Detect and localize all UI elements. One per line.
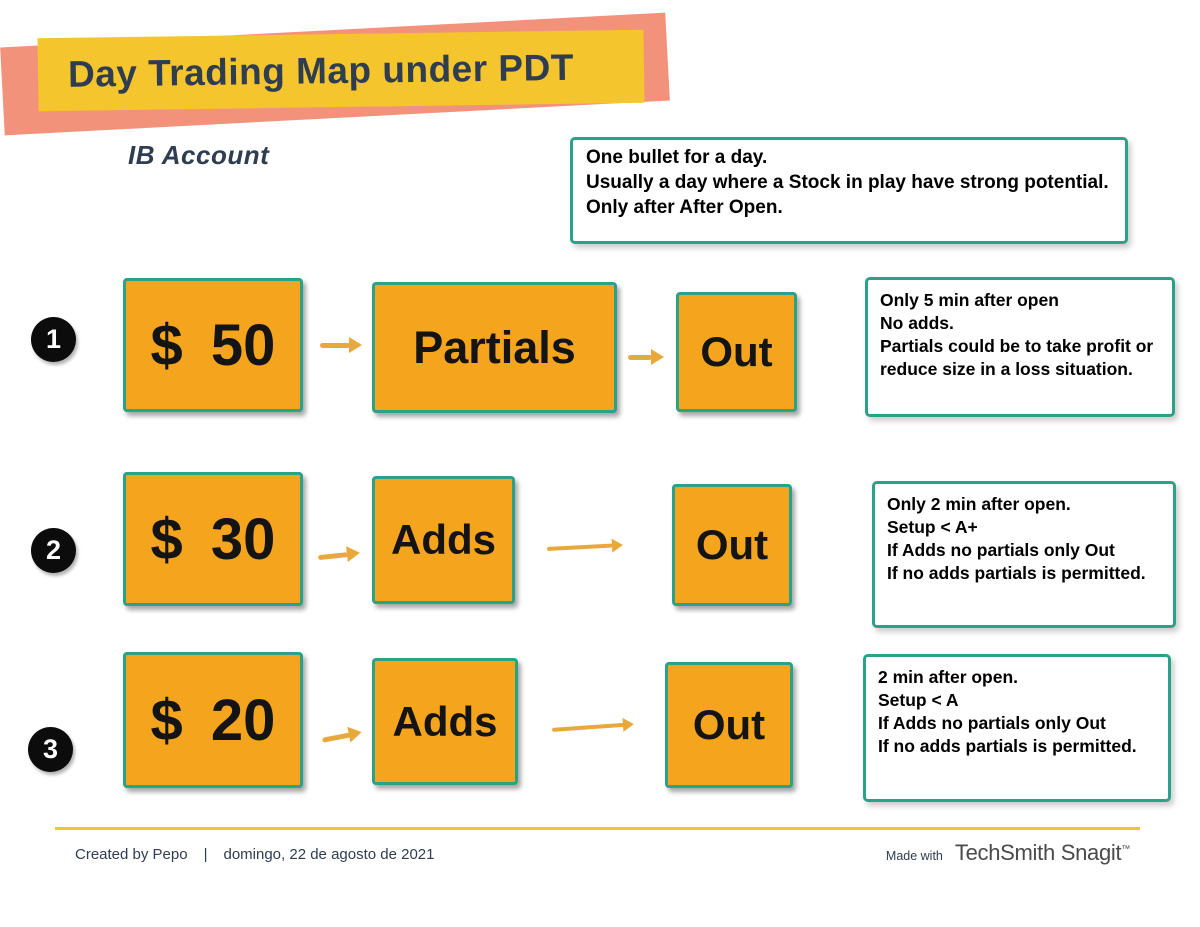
arrow-head xyxy=(651,349,664,365)
footer-divider xyxy=(55,827,1140,830)
step-label: Adds xyxy=(391,516,496,563)
arrow-head xyxy=(349,337,362,353)
footer-credit: Created by Pepo | domingo, 22 de agosto de… xyxy=(75,846,435,863)
arrow-right-icon xyxy=(628,349,664,365)
credit-author: Created by Pepo xyxy=(75,846,188,863)
top-note-box: One bullet for a day. Usually a day wher… xyxy=(570,137,1128,244)
note-line: 2 min after open. xyxy=(878,667,1019,687)
amount-label: $ 20 xyxy=(150,687,276,753)
account-label: IB Account xyxy=(128,140,270,170)
amount-box: $ 30 xyxy=(123,472,303,606)
step-number-badge: 2 xyxy=(31,528,76,573)
amount-label: $ 30 xyxy=(150,506,276,572)
note-line: If Adds no partials only Out xyxy=(878,713,1106,733)
arrow-shaft xyxy=(321,732,351,743)
arrow-head xyxy=(611,538,624,553)
arrow-shaft xyxy=(546,543,614,551)
step-number-badge: 1 xyxy=(31,317,76,362)
title-banner: Day Trading Map under PDT xyxy=(37,29,645,112)
arrow-right-icon xyxy=(320,337,362,353)
note-line: Setup < A+ xyxy=(887,517,978,537)
top-note-line: One bullet for a day. xyxy=(586,147,768,168)
arrow-shaft xyxy=(320,342,350,348)
brand-logo-text: TechSmith Snagit™ xyxy=(955,840,1130,866)
step-number: 1 xyxy=(45,324,62,354)
note-line: If no adds partials is permitted. xyxy=(878,736,1137,756)
step-number-badge: 3 xyxy=(28,727,73,772)
step-number: 2 xyxy=(45,535,62,565)
note-line: Partials could be to take profit or redu… xyxy=(880,336,1154,379)
note-line: Only 5 min after open xyxy=(880,290,1059,310)
step-box: Adds xyxy=(372,476,515,604)
arrow-right-icon xyxy=(551,717,635,737)
note-line: No adds. xyxy=(880,313,954,333)
row-note-box: 2 min after open. Setup < A If Adds no p… xyxy=(863,654,1171,802)
out-label: Out xyxy=(700,328,773,375)
credit-date: domingo, 22 de agosto de 2021 xyxy=(223,846,435,863)
arrow-head xyxy=(622,717,635,732)
out-box: Out xyxy=(676,292,797,412)
out-box: Out xyxy=(665,662,793,788)
footer-brand: Made with TechSmith Snagit™ xyxy=(886,840,1130,866)
note-line: If no adds partials is permitted. xyxy=(887,563,1146,583)
page-title: Day Trading Map under PDT xyxy=(67,46,575,95)
brand-name: TechSmith Snagit xyxy=(954,840,1122,865)
arrow-head xyxy=(347,724,364,743)
arrow-right-icon xyxy=(321,724,364,747)
arrow-shaft xyxy=(628,354,652,360)
step-label: Partials xyxy=(413,321,576,373)
amount-label: $ 50 xyxy=(150,312,276,378)
step-box: Partials xyxy=(372,282,617,413)
arrow-head xyxy=(346,544,361,563)
step-box: Adds xyxy=(372,658,518,785)
step-number: 3 xyxy=(42,734,59,764)
amount-box: $ 50 xyxy=(123,278,303,412)
top-note-line: Usually a day where a Stock in play have… xyxy=(586,172,1109,193)
arrow-shaft xyxy=(551,723,625,732)
arrow-shaft xyxy=(317,551,349,560)
row-note-box: Only 2 min after open. Setup < A+ If Add… xyxy=(872,481,1176,628)
top-note-line: Only after After Open. xyxy=(586,197,783,218)
step-label: Adds xyxy=(392,697,498,745)
arrow-right-icon xyxy=(546,538,624,556)
out-box: Out xyxy=(672,484,792,606)
note-line: If Adds no partials only Out xyxy=(887,540,1115,560)
out-label: Out xyxy=(692,701,766,748)
arrow-right-icon xyxy=(317,544,361,565)
amount-box: $ 20 xyxy=(123,652,303,788)
out-label: Out xyxy=(695,521,769,568)
trademark-symbol: ™ xyxy=(1121,843,1130,854)
note-line: Only 2 min after open. xyxy=(887,494,1071,514)
credit-separator: | xyxy=(203,846,208,863)
row-note-box: Only 5 min after open No adds. Partials … xyxy=(865,277,1175,417)
note-line: Setup < A xyxy=(878,690,959,710)
made-with-label: Made with xyxy=(885,849,943,863)
